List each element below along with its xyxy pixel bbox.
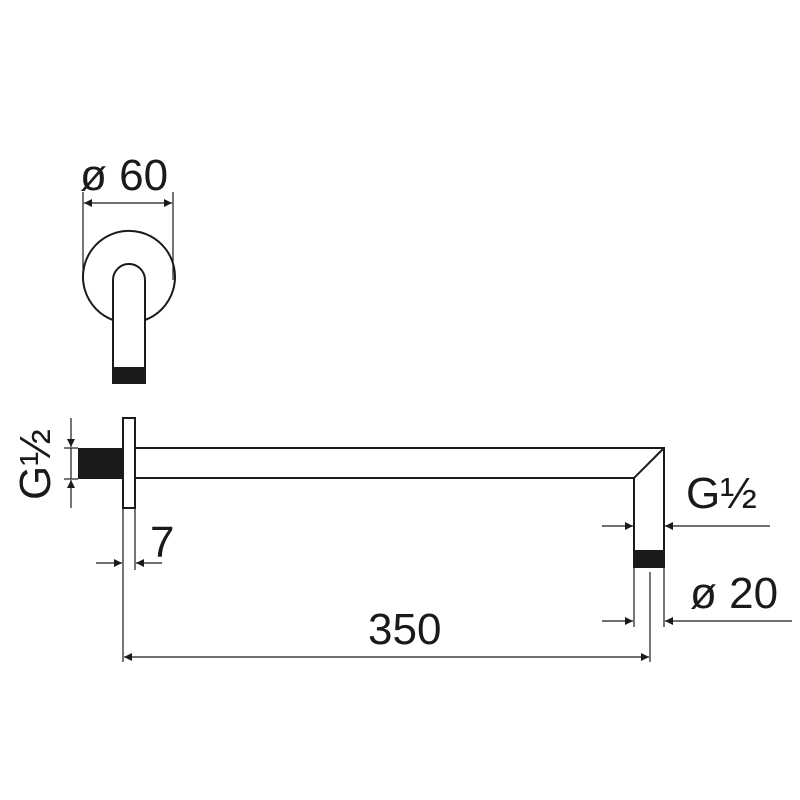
diameter-60-label: ø 60 xyxy=(80,151,168,200)
length-350-label: 350 xyxy=(368,605,441,654)
inlet-thread xyxy=(78,448,123,479)
thread-right-label: G½ xyxy=(686,469,757,518)
flange-thickness-label: 7 xyxy=(150,518,174,567)
diameter-20-label: ø 20 xyxy=(690,569,778,618)
arm-section xyxy=(112,263,146,384)
shower-arm xyxy=(135,447,665,568)
wall-flange-circle xyxy=(82,229,176,321)
wall-flange xyxy=(122,417,136,509)
side-view: G½ 7 350 G½ ø 20 xyxy=(11,417,792,662)
outlet-thread xyxy=(634,550,664,567)
thread-band xyxy=(113,367,145,383)
top-view: ø 60 xyxy=(80,151,176,384)
thread-left-label: G½ xyxy=(11,429,60,500)
